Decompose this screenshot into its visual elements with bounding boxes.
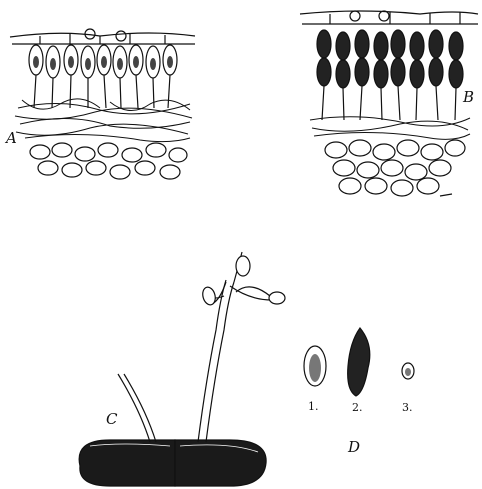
panel-b-cells — [325, 140, 465, 196]
spore-label-1: 1. — [308, 401, 319, 412]
panel-label-a: A — [6, 131, 17, 146]
panel-c-germ-tubes — [118, 252, 272, 442]
panel-d-drawing — [304, 328, 414, 396]
spore-label-3: 3. — [402, 402, 413, 413]
panel-label-c: C — [106, 412, 117, 427]
panel-a-drawing — [10, 29, 195, 179]
panel-c-spore-right — [175, 440, 266, 486]
panel-a-cells — [30, 143, 187, 179]
panel-c-spore-left — [79, 440, 175, 486]
panel-c-drawing — [79, 252, 285, 486]
panel-label-b: B — [463, 90, 474, 105]
panel-b-drawing — [300, 11, 478, 196]
panel-a-mycelium — [15, 99, 192, 142]
panel-a-spores — [29, 45, 177, 108]
panel-label-d: D — [348, 440, 360, 455]
spore-label-2: 2. — [352, 402, 363, 413]
panel-c-sporidium — [236, 256, 250, 276]
panel-d-spore-2 — [348, 328, 370, 396]
panel-b-mycelium — [310, 117, 470, 140]
panel-c-sporidium — [269, 292, 285, 304]
panel-c-sporidium — [201, 286, 217, 306]
panel-b-spores — [317, 30, 463, 88]
